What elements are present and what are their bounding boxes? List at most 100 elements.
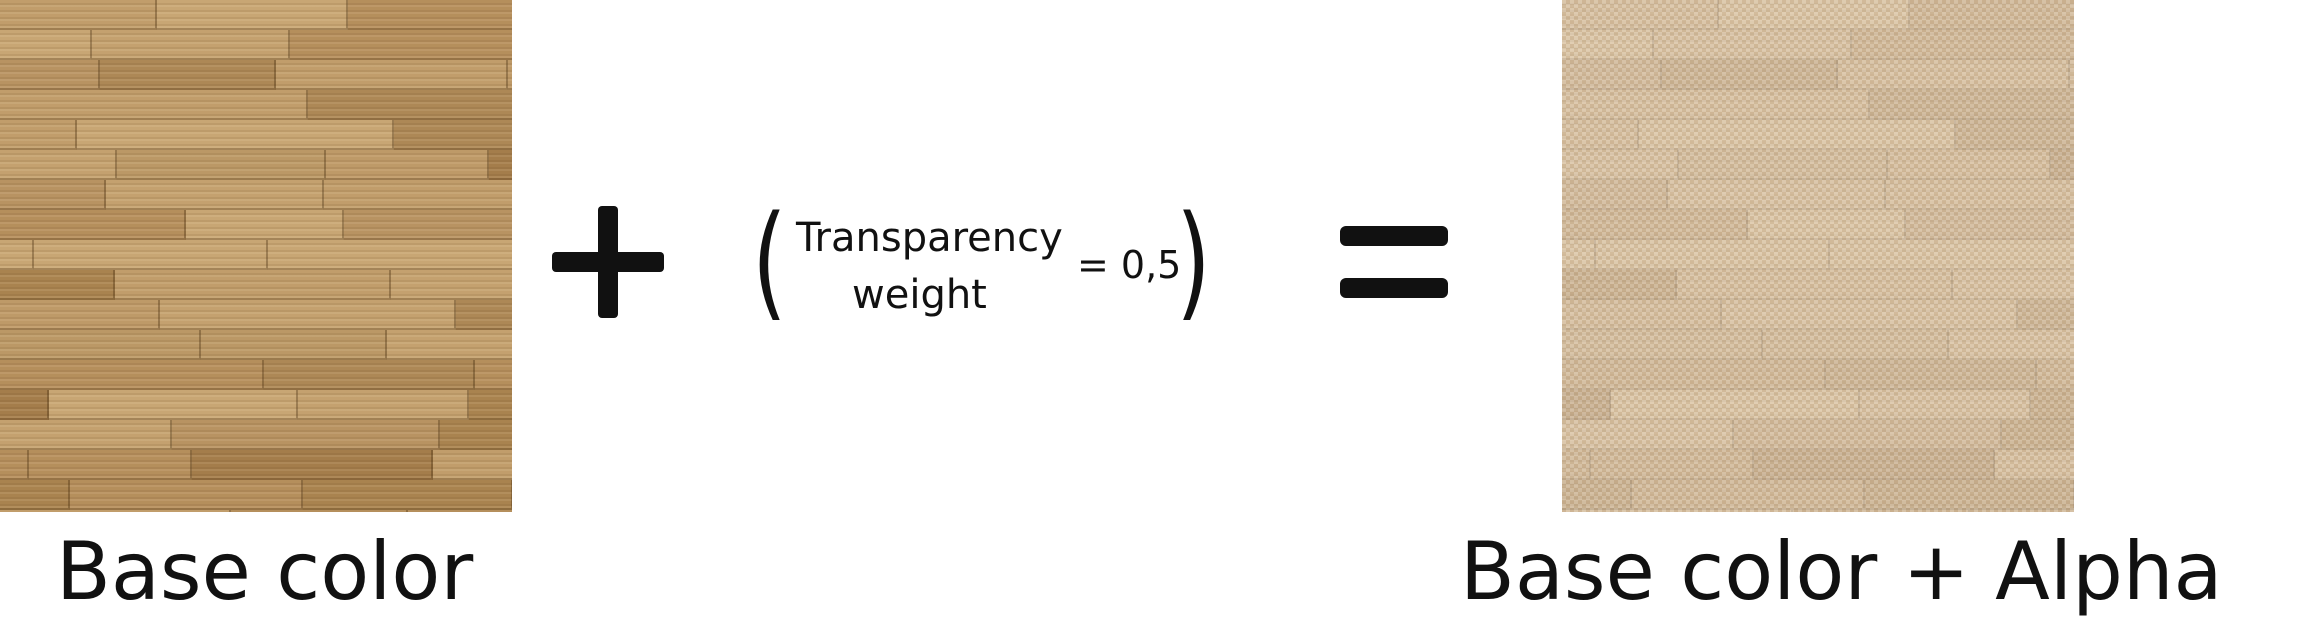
plank-row: [1562, 450, 2074, 480]
wood-plank: [2051, 150, 2074, 180]
wood-plank: [1956, 120, 2074, 150]
wood-plank: [2070, 60, 2074, 90]
plank-row: [1562, 60, 2074, 90]
plank-row: [0, 120, 512, 150]
wood-plank: [268, 240, 512, 270]
wood-plank: [324, 180, 512, 210]
wood-plank: [29, 450, 192, 480]
transparency-weight-label-line1: Transparency: [796, 215, 1063, 261]
plank-row: [1562, 510, 2074, 512]
wood-plank: [1562, 60, 1662, 90]
plank-row: [1562, 90, 2074, 120]
wood-plank: [1748, 210, 1906, 240]
wood-plank: [1632, 480, 1865, 510]
wood-plank: [1562, 0, 1719, 30]
plank-row: [1562, 360, 2074, 390]
open-parenthesis: (: [752, 190, 787, 334]
wood-plank: [1830, 240, 2074, 270]
wood-plank: [70, 480, 303, 510]
wood-plank: [1910, 0, 2074, 30]
wood-plank: [1677, 270, 1953, 300]
wood-plank: [1596, 240, 1830, 270]
wood-plank: [1888, 150, 2051, 180]
wood-plank: [1763, 330, 1949, 360]
wood-plank: [475, 360, 512, 390]
wood-plank: [0, 30, 92, 60]
wood-plank: [0, 330, 201, 360]
wood-plank: [1562, 330, 1763, 360]
wood-plank: [115, 270, 391, 300]
wood-plank: [0, 240, 34, 270]
wood-plank: [298, 390, 469, 420]
wood-plank: [34, 240, 268, 270]
plank-row: [1562, 150, 2074, 180]
wood-plank: [1734, 420, 2002, 450]
wood-plank: [1860, 390, 2031, 420]
wood-plank: [1639, 120, 1956, 150]
wood-plank: [172, 420, 440, 450]
wood-plank: [508, 60, 512, 90]
wood-plank: [2002, 420, 2074, 450]
wood-plank: [1562, 270, 1677, 300]
wood-plank: [1754, 450, 1995, 480]
plank-row: [0, 240, 512, 270]
wood-plank: [1562, 510, 1793, 512]
wood-plank: [49, 390, 298, 420]
wood-plank: [1838, 60, 2070, 90]
wood-plank: [408, 510, 512, 512]
plank-row: [0, 450, 512, 480]
wood-plank: [1870, 90, 2074, 120]
wood-plank: [192, 450, 433, 480]
wood-plank: [2018, 300, 2074, 330]
wood-plank: [0, 420, 172, 450]
wood-plank: [1906, 210, 2074, 240]
wood-plank: [0, 150, 117, 180]
wood-plank: [1852, 30, 2074, 60]
wood-plank: [1722, 300, 2018, 330]
wood-plank: [1562, 360, 1826, 390]
wood-plank: [0, 390, 49, 420]
wood-plank: [0, 180, 106, 210]
plank-row: [1562, 180, 2074, 210]
plank-row: [1562, 330, 2074, 360]
wood-plank: [1562, 150, 1679, 180]
wood-plank: [1865, 480, 2074, 510]
wood-plank: [394, 120, 512, 150]
plank-row: [0, 420, 512, 450]
wood-plank: [1668, 180, 1886, 210]
wood-plank: [1949, 330, 2074, 360]
wood-plank: [1886, 180, 2074, 210]
wood-plank: [433, 450, 512, 480]
wood-plank: [106, 180, 324, 210]
wood-plank: [1562, 240, 1596, 270]
plank-row: [0, 90, 512, 120]
wood-plank: [387, 330, 512, 360]
plank-row: [0, 0, 512, 30]
wood-plank: [0, 60, 100, 90]
wood-plank: [440, 420, 512, 450]
wood-plank: [1793, 510, 1970, 512]
plank-row: [0, 330, 512, 360]
base-color-texture: [0, 0, 512, 512]
wood-plank: [391, 270, 512, 300]
wood-plank: [264, 360, 475, 390]
equals-icon: [1340, 226, 1448, 298]
transparency-weight-label-line2: weight: [852, 272, 987, 318]
wood-plank: [1562, 450, 1591, 480]
plank-row: [1562, 0, 2074, 30]
wood-plank: [1562, 300, 1722, 330]
transparency-weight-value: = 0,5: [1077, 243, 1182, 287]
wood-plank: [344, 210, 512, 240]
base-color-alpha-label: Base color + Alpha: [1460, 525, 2223, 618]
wood-plank: [276, 60, 508, 90]
wood-plank: [290, 30, 512, 60]
wood-plank: [0, 270, 115, 300]
wood-plank: [1953, 270, 2074, 300]
plank-row: [1562, 30, 2074, 60]
wood-plank: [1562, 420, 1734, 450]
wood-plank: [0, 450, 29, 480]
base-color-label: Base color: [56, 525, 474, 618]
wood-plank: [201, 330, 387, 360]
plank-row: [0, 270, 512, 300]
wood-plank: [0, 210, 186, 240]
